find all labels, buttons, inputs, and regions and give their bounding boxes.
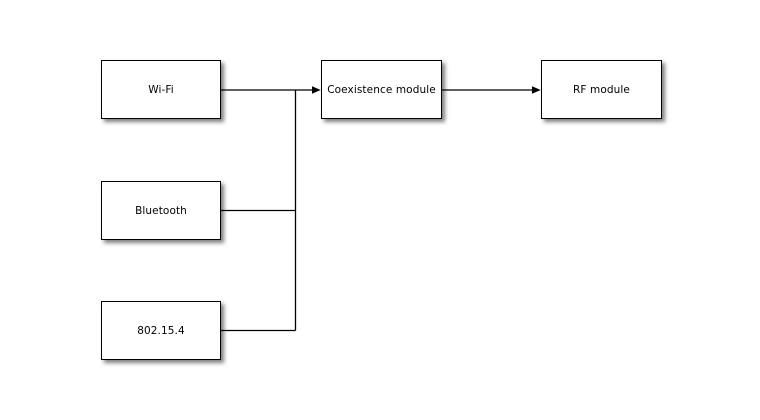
node-bluetooth-label: Bluetooth <box>135 204 187 217</box>
edge-lines <box>221 89 533 332</box>
arrowhead-into-coexistence-icon <box>312 86 321 94</box>
node-rf-module-label: RF module <box>573 83 630 96</box>
node-802-15-4: 802.15.4 <box>101 301 221 360</box>
node-802-15-4-label: 802.15.4 <box>137 324 185 337</box>
node-coexistence-module: Coexistence module <box>321 60 442 119</box>
node-wifi: Wi-Fi <box>101 60 221 119</box>
arrowhead-into-rf-icon <box>532 86 541 94</box>
node-coexistence-module-label: Coexistence module <box>327 83 436 96</box>
node-bluetooth: Bluetooth <box>101 181 221 240</box>
node-wifi-label: Wi-Fi <box>148 83 174 96</box>
node-rf-module: RF module <box>541 60 662 119</box>
